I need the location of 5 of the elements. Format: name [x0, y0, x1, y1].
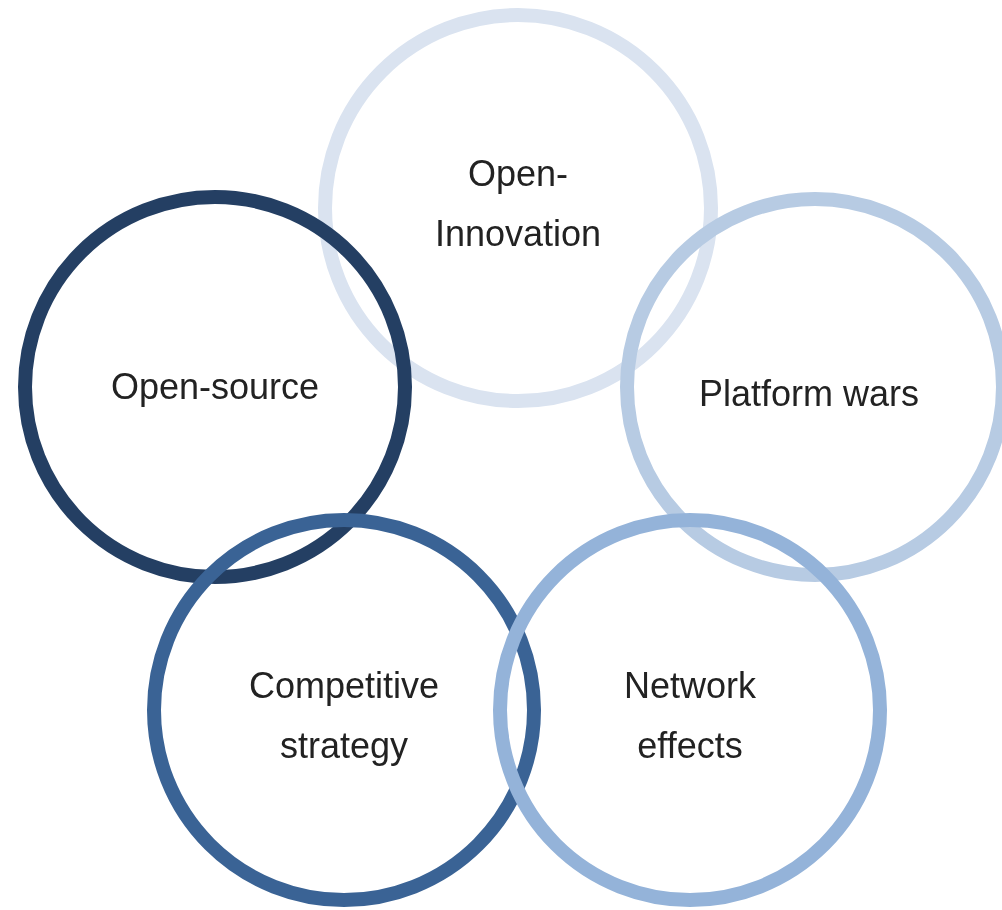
- node-label: Open-Innovation: [433, 152, 603, 256]
- node-label: Competitive strategy: [247, 664, 441, 768]
- node-label: Network effects: [623, 664, 757, 768]
- node-label: Platform wars: [697, 372, 920, 416]
- node-label: Open-source: [109, 365, 321, 409]
